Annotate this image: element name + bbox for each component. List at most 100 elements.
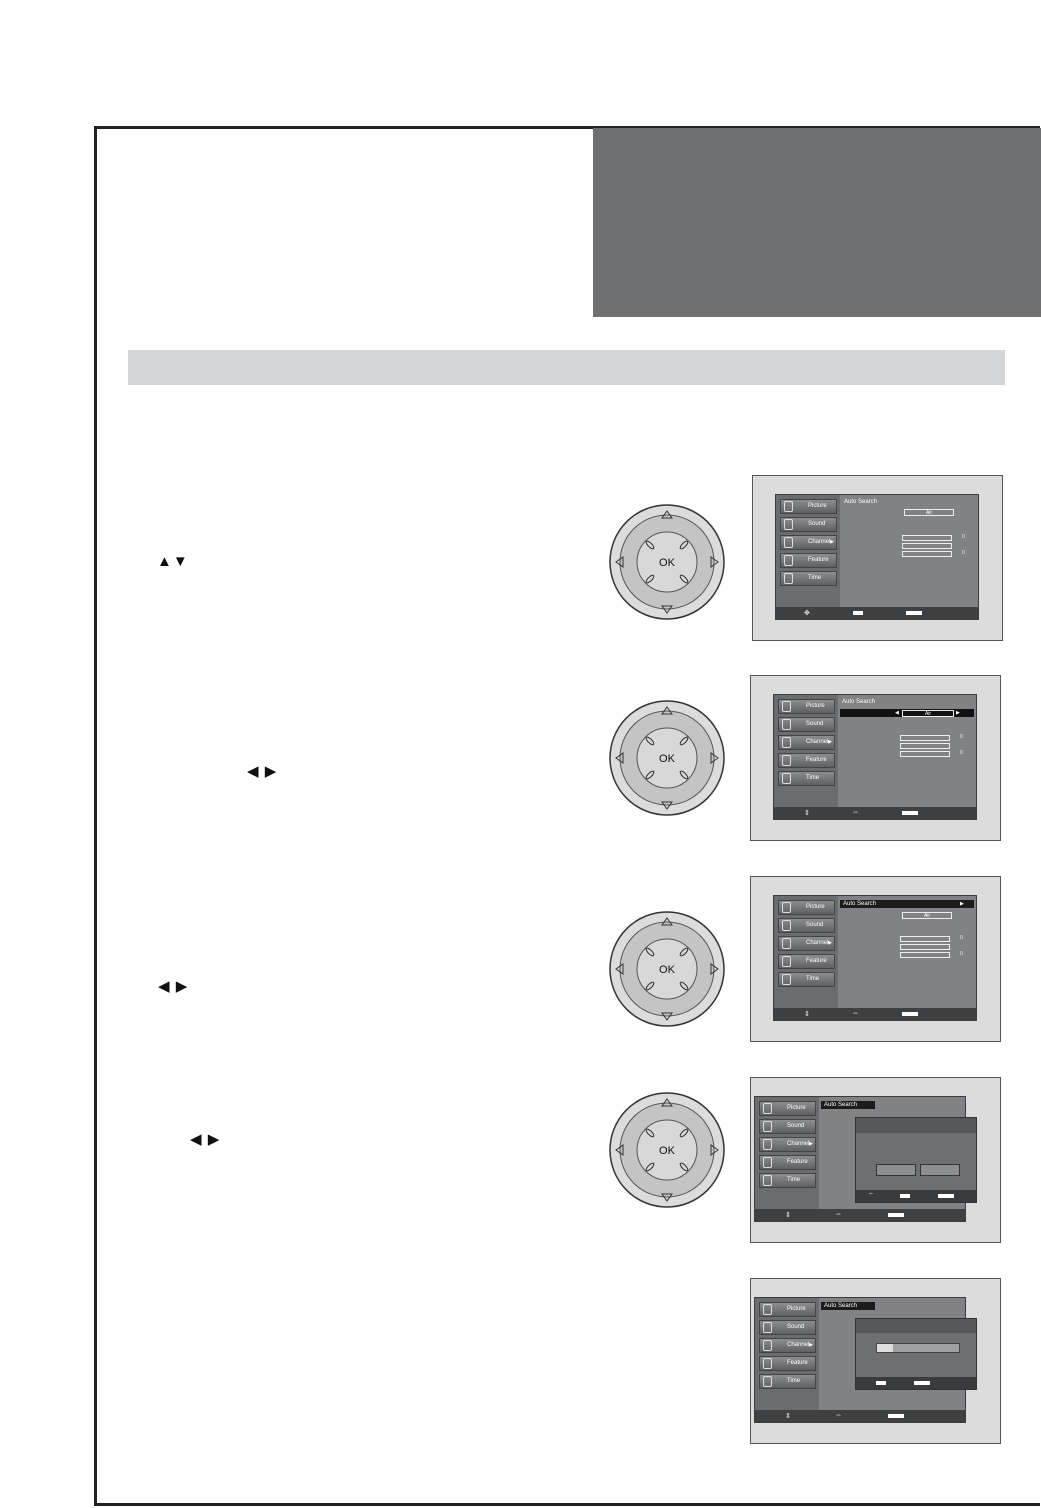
panel-title-highlighted[interactable]: Auto Search — [840, 900, 974, 908]
key-box — [888, 1213, 904, 1217]
menu-item-sound[interactable]: Sound — [778, 918, 835, 933]
menu-item-sound[interactable]: Sound — [759, 1320, 816, 1335]
time-icon — [763, 1376, 772, 1387]
dialog-button-left[interactable] — [876, 1164, 916, 1176]
counter-value: 0 — [960, 734, 963, 740]
field — [902, 543, 952, 549]
key-box — [914, 1381, 930, 1385]
left-right-arrow-icons: ◀ ▶ — [190, 1131, 221, 1148]
dialog-help-bar — [856, 1377, 976, 1389]
field — [900, 952, 950, 958]
left-arrow-icon[interactable]: ◀ — [895, 710, 899, 716]
channel-panel: Auto Search — [821, 1099, 963, 1209]
header-block — [593, 128, 1041, 317]
source-field[interactable]: Air — [904, 509, 954, 516]
menu-item-time[interactable]: Time — [759, 1374, 816, 1389]
panel-title-highlighted[interactable]: Auto Search — [821, 1101, 875, 1109]
menu-item-feature[interactable]: Feature — [759, 1155, 816, 1170]
ok-label: OK — [659, 557, 676, 569]
dialog-button-right[interactable] — [920, 1164, 960, 1176]
left-right-icon: ⇔ — [835, 1211, 842, 1218]
right-arrow-icon: ▶ — [809, 1342, 813, 1348]
channel-icon — [763, 1139, 772, 1150]
menu-item-sound[interactable]: Sound — [780, 517, 837, 532]
left-right-arrow-icons: ◀ ▶ — [247, 763, 278, 780]
ok-label: OK — [659, 964, 676, 976]
menu-item-picture[interactable]: Picture — [778, 900, 835, 915]
remote-ok-pad[interactable]: OK — [608, 699, 726, 817]
left-right-icon: ⇔ — [868, 1191, 874, 1197]
key-box — [902, 1012, 918, 1016]
menu-item-sound[interactable]: Sound — [778, 717, 835, 732]
feature-icon — [782, 755, 791, 766]
sound-icon — [782, 719, 791, 730]
menu-item-time[interactable]: Time — [759, 1173, 816, 1188]
field — [900, 735, 950, 741]
menu-item-picture[interactable]: Picture — [759, 1302, 816, 1317]
sound-icon — [763, 1322, 772, 1333]
left-right-icon: ⇔ — [852, 809, 859, 816]
menu-item-channel[interactable]: Channel▶ — [759, 1137, 816, 1152]
menu-sidebar: Picture Sound Channel▶ Feature Time — [774, 896, 838, 1020]
up-down-arrow-icons: ▲▼ — [157, 553, 189, 570]
menu-item-time[interactable]: Time — [778, 771, 835, 786]
menu-item-feature[interactable]: Feature — [778, 753, 835, 768]
counter-value: 0 — [962, 550, 965, 556]
menu-item-time[interactable]: Time — [778, 972, 835, 987]
key-box — [900, 1194, 910, 1198]
ok-label: OK — [659, 1145, 676, 1157]
menu-item-feature[interactable]: Feature — [780, 553, 837, 568]
up-down-icon: ⇕ — [785, 1413, 791, 1420]
menu-item-feature[interactable]: Feature — [778, 954, 835, 969]
menu-item-picture[interactable]: Picture — [780, 499, 837, 514]
menu-item-channel[interactable]: Channel▶ — [778, 936, 835, 951]
menu-item-time[interactable]: Time — [780, 571, 837, 586]
picture-icon — [784, 501, 793, 512]
menu-item-channel[interactable]: Channel▶ — [759, 1338, 816, 1353]
menu-item-picture[interactable]: Picture — [759, 1101, 816, 1116]
help-bar: ✥ — [776, 607, 978, 619]
remote-ok-pad[interactable]: OK — [608, 1091, 726, 1209]
field — [900, 944, 950, 950]
page-frame — [94, 126, 1040, 1506]
channel-panel: Auto Search Air ◀ ▶ 0 0 — [840, 697, 974, 807]
menu-item-picture[interactable]: Picture — [778, 699, 835, 714]
ok-label: OK — [659, 753, 676, 765]
right-arrow-icon[interactable]: ▶ — [956, 710, 960, 716]
up-down-icon: ⇕ — [804, 810, 810, 817]
remote-ok-pad[interactable]: OK — [608, 910, 726, 1028]
channel-panel: Auto Search Air 0 0 — [842, 497, 976, 607]
key-box — [938, 1194, 954, 1198]
menu-sidebar: Picture Sound Channel▶ Feature Time — [755, 1097, 819, 1221]
dialog-header — [856, 1118, 976, 1133]
channel-panel: Auto Search ▶ Air 0 0 — [840, 898, 974, 1008]
source-field[interactable]: Air — [902, 912, 952, 919]
menu-item-feature[interactable]: Feature — [759, 1356, 816, 1371]
time-icon — [784, 573, 793, 584]
remote-ok-pad[interactable]: OK — [608, 503, 726, 621]
menu-item-channel[interactable]: Channel▶ — [780, 535, 837, 550]
channel-icon — [782, 737, 791, 748]
panel-title-highlighted[interactable]: Auto Search — [821, 1302, 875, 1310]
time-icon — [782, 773, 791, 784]
menu-item-channel[interactable]: Channel▶ — [778, 735, 835, 750]
dialog-header — [856, 1319, 976, 1333]
menu-sidebar: Picture Sound Channel▶ Feature Time — [776, 495, 840, 619]
field — [902, 535, 952, 541]
selected-row[interactable] — [840, 709, 974, 717]
tv-screen-step-4: Picture Sound Channel▶ Feature Time Auto… — [750, 1077, 1001, 1243]
panel-title: Auto Search — [842, 699, 876, 705]
feature-icon — [784, 555, 793, 566]
move-icon: ✥ — [804, 610, 810, 617]
feature-icon — [763, 1157, 772, 1168]
source-field[interactable]: Air — [902, 710, 954, 717]
search-progress-bar — [876, 1343, 960, 1353]
right-arrow-icon: ▶ — [809, 1141, 813, 1147]
section-heading-bar — [128, 350, 1005, 385]
field — [900, 751, 950, 757]
tv-screen-step-2: Picture Sound Channel▶ Feature Time Auto… — [750, 675, 1001, 841]
right-arrow-icon: ▶ — [960, 901, 964, 907]
menu-item-sound[interactable]: Sound — [759, 1119, 816, 1134]
key-box — [888, 1414, 904, 1418]
key-box — [902, 811, 918, 815]
